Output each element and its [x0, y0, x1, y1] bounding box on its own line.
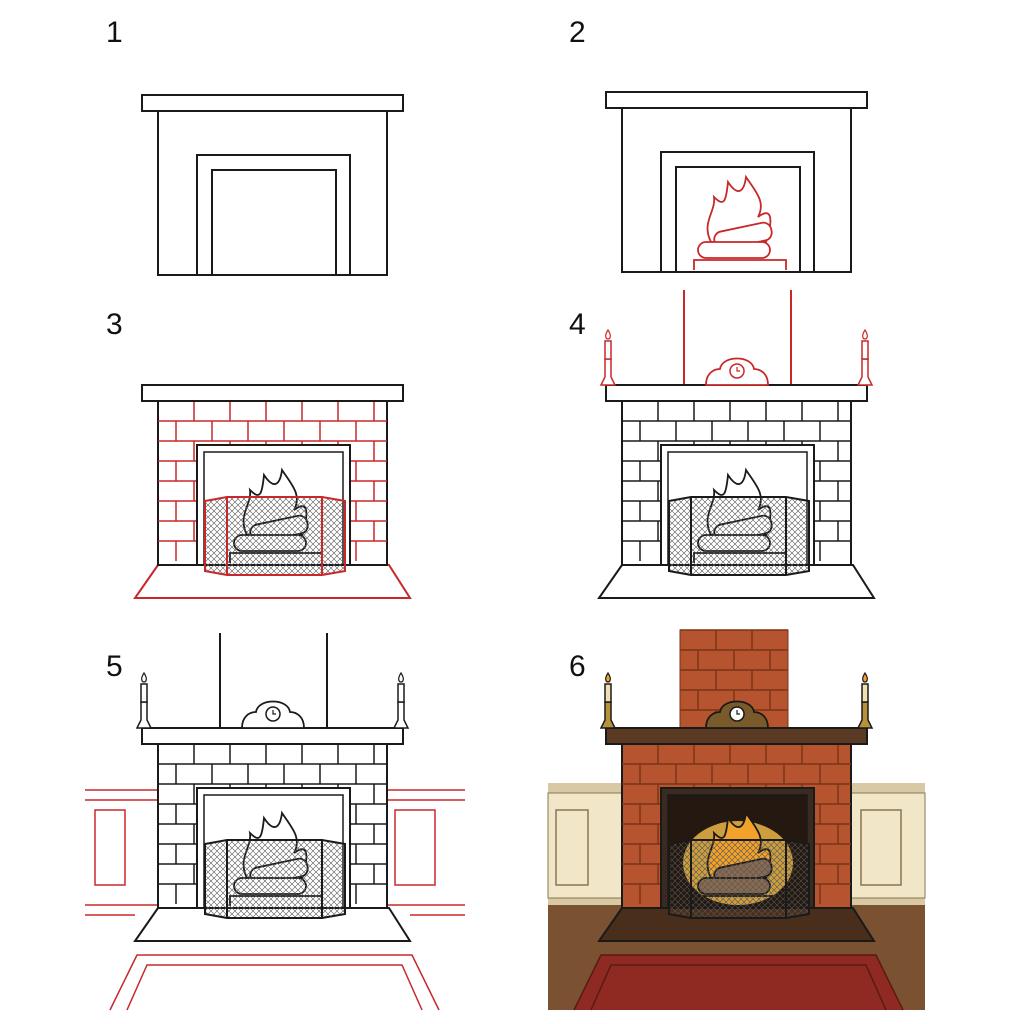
fire-screen [668, 496, 810, 576]
fire-screen [204, 496, 346, 576]
chimney-lines [219, 633, 328, 731]
candlestick [599, 701, 617, 729]
fire-screen [668, 839, 810, 919]
candlestick [856, 358, 874, 386]
rug [109, 954, 440, 1011]
candle [397, 683, 405, 703]
firebox-frame [196, 154, 351, 276]
mantel [141, 727, 404, 745]
clock-hands [272, 710, 276, 715]
step-panel [85, 633, 465, 1011]
mantel [141, 94, 404, 112]
candle-flame [605, 671, 611, 683]
screen-hinge [226, 497, 323, 575]
screen-hinge [226, 840, 323, 918]
mantel [605, 384, 868, 402]
wall-panel [555, 809, 589, 886]
step-panel [141, 94, 404, 276]
candle-flame [862, 671, 868, 683]
mantel [605, 727, 868, 745]
rug [573, 954, 904, 1011]
wall-panel [394, 809, 436, 886]
candlestick [135, 701, 153, 729]
candle [604, 683, 612, 703]
firebox-inner [675, 166, 801, 273]
step-number-6: 6 [569, 650, 586, 683]
candle [861, 340, 869, 360]
candle [140, 683, 148, 703]
step-number-3: 3 [106, 308, 123, 341]
candle-flame [141, 671, 147, 683]
candle-flame [862, 328, 868, 340]
fire-screen [204, 839, 346, 919]
candle-flame [398, 671, 404, 683]
step-number-5: 5 [106, 650, 123, 683]
screen-hinge [690, 840, 787, 918]
clock-hands [736, 367, 740, 372]
clock-hands [736, 710, 740, 715]
flames [706, 174, 772, 243]
step-panel [605, 91, 868, 273]
grate [693, 259, 787, 270]
screen-hinge [690, 497, 787, 575]
candlestick [856, 701, 874, 729]
wall-panel [94, 809, 126, 886]
step-number-4: 4 [569, 308, 586, 341]
candlestick [599, 358, 617, 386]
step-number-1: 1 [106, 16, 123, 49]
mantel [141, 384, 404, 402]
step-panel [547, 629, 926, 1011]
step-number-2: 2 [569, 16, 586, 49]
candle [861, 683, 869, 703]
step-panel [597, 290, 876, 599]
wainscot-lines [85, 789, 465, 916]
chimney-lines [683, 290, 792, 388]
candle [604, 340, 612, 360]
candlestick [392, 701, 410, 729]
candle-flame [605, 328, 611, 340]
wall-panel [860, 809, 902, 886]
firebox-inner [211, 169, 337, 276]
step-panel [133, 384, 412, 599]
mantel [605, 91, 868, 109]
log [697, 241, 771, 259]
